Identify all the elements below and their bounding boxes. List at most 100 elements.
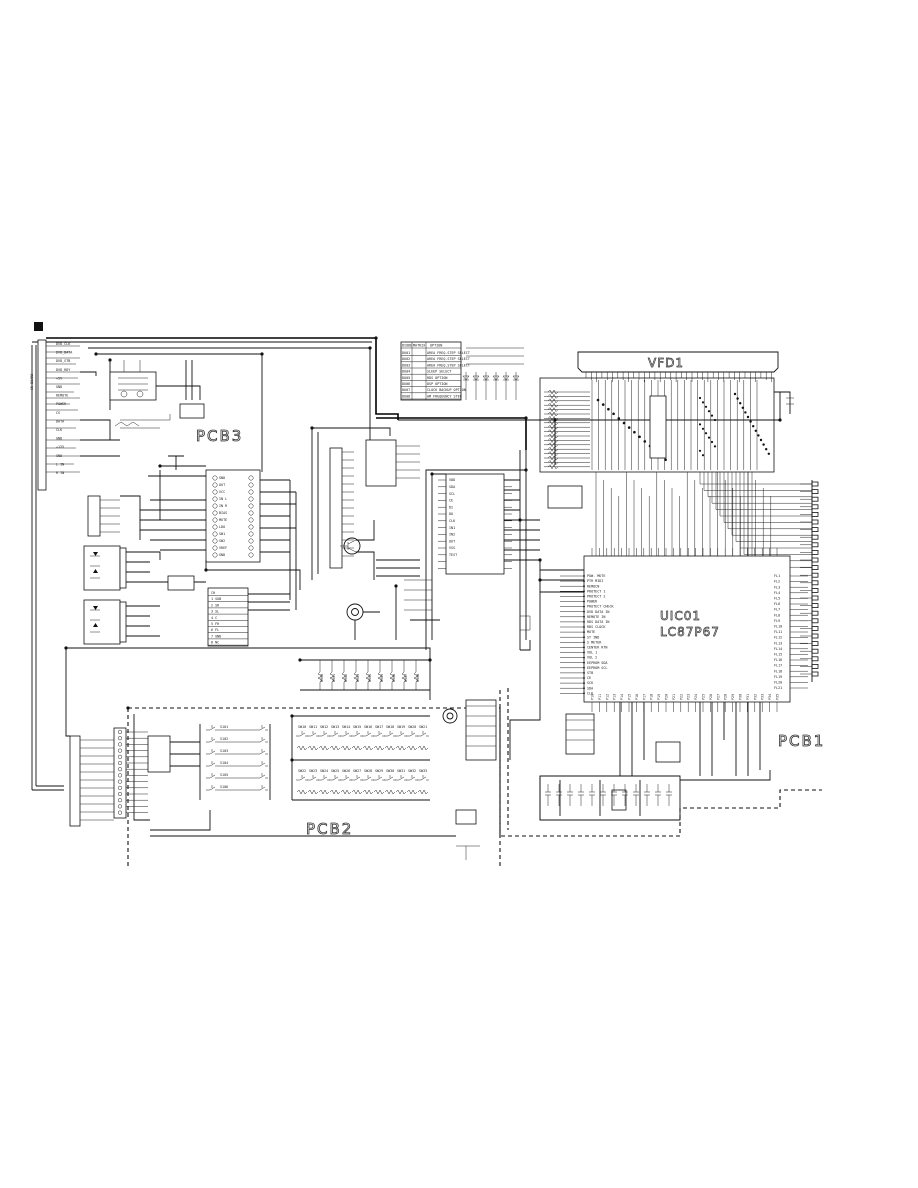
connector-pin-label: DVD_RDY [56,368,70,372]
switch-contact [321,776,328,781]
mcu-pin-label: FL4 [774,591,780,595]
mcu-pin-label: P19 [657,694,661,700]
resistor [307,789,319,795]
resistor [547,464,559,470]
ic-pin-label: SCL [449,492,455,496]
switch-contact [299,732,306,737]
mcu-pin-label: EEPROM SCL [587,666,607,670]
mcu-pin-label: FL16 [774,658,782,662]
matrix-dot [739,402,742,405]
resistor [406,789,418,795]
mcu-pin-dot [583,626,585,628]
matrix-dot [596,398,600,402]
matrix-dot [633,430,636,434]
resistor [389,671,395,683]
switch-contact [332,776,339,781]
junction [94,352,98,356]
resistor-ref: R300 [320,674,324,682]
mid-ic-body [445,473,505,575]
matrix-dot [698,449,702,452]
mcu-pin-label: CE [587,676,591,680]
mcu-pin-label: P28 [724,694,728,700]
mcu-pin-label: P15 [628,694,632,700]
ic-pin [212,482,218,488]
junction [538,558,542,562]
switch-contact [310,732,317,737]
matrix-dot [607,407,610,411]
junction [518,518,522,522]
mcu-pin-dot [583,672,585,674]
volume-encoder-icon [346,603,364,621]
mcu-pin-dot [583,666,585,669]
mcu-pin-label: P30 [739,694,743,700]
resistor [547,446,559,452]
option-header-matrix: MATRIX [413,344,426,348]
switch-contact [398,732,405,737]
matrix-dot [744,411,747,414]
mcu-pin-label: P33 [761,694,765,700]
connector-pin-label: CLK [56,428,63,432]
ic-pin-label: SW1 [219,532,225,536]
junction [778,418,782,422]
segment-wire [739,472,812,549]
connector-pin [117,810,123,815]
mcu-pin-dot [583,636,585,639]
connector-pin-label: +12V [56,445,64,449]
mcu-pin-label: FL10 [774,625,782,629]
matrix-dot [701,401,705,404]
resistor [547,442,559,448]
table-cell: 1 SUB [211,597,221,601]
ic-pin-label: OUT [449,539,455,543]
option-name-cell: RDS OPTION [427,376,447,380]
mcu-pin-label: FL1 [774,574,780,578]
mcu-pin-label: FL18 [774,669,782,673]
switch-ref: S101 [220,725,228,729]
switch-ref: SW17 [375,725,383,729]
option-header-option: OPTION [430,344,442,348]
junction [310,426,314,430]
ic-pin-label: SDA [449,485,455,489]
mcu-pin-dot [583,610,585,613]
connector-far-left [69,735,81,827]
ic-pin [248,482,254,488]
matrix-dot [765,448,768,451]
connector-pin-label: DVD_STB [56,359,70,363]
ic-pin [248,503,254,509]
mcu-pin-dot [583,605,585,608]
mcu-pin-label: EEPROM SDA [587,661,607,665]
resistor [547,389,559,395]
segment-wire [703,472,812,491]
switch-contact [321,732,328,737]
resistor [329,789,341,795]
resistor [340,745,352,751]
table-cell: 6 FL [211,628,219,632]
option-name-cell: AREA FREQ.STEP SELECT [427,357,470,361]
ic-pin [212,503,218,509]
switch-ref: SW16 [364,725,372,729]
matrix-dot [757,434,760,437]
pcb1-peripherals [539,702,771,821]
ic-pin [212,496,218,502]
pcb1-label: PCB1 [778,732,825,750]
ic-pin [212,524,218,530]
terminal [811,557,819,563]
mcu-pin-label: FL7 [774,608,780,612]
ic-pin [212,510,218,516]
resistor [384,789,396,795]
resistor [395,745,407,751]
terminal [811,595,819,601]
connector-pin [117,791,123,797]
mcu-pin-label: REMOTE IN [587,615,605,619]
ic-pin [212,531,218,537]
switch-ref: SW30 [386,769,394,773]
junction [428,658,432,662]
option-diode-cell: DU08 [402,394,410,398]
connector-pin-label: DVD_CLK [56,342,71,346]
resistor [362,789,374,795]
segment-wire [699,472,812,485]
mcu-pin-dot [583,631,585,633]
mcu-pin-label: P22 [679,694,683,700]
matrix-dot [759,438,763,442]
table-cell: 7 GND [211,634,221,638]
